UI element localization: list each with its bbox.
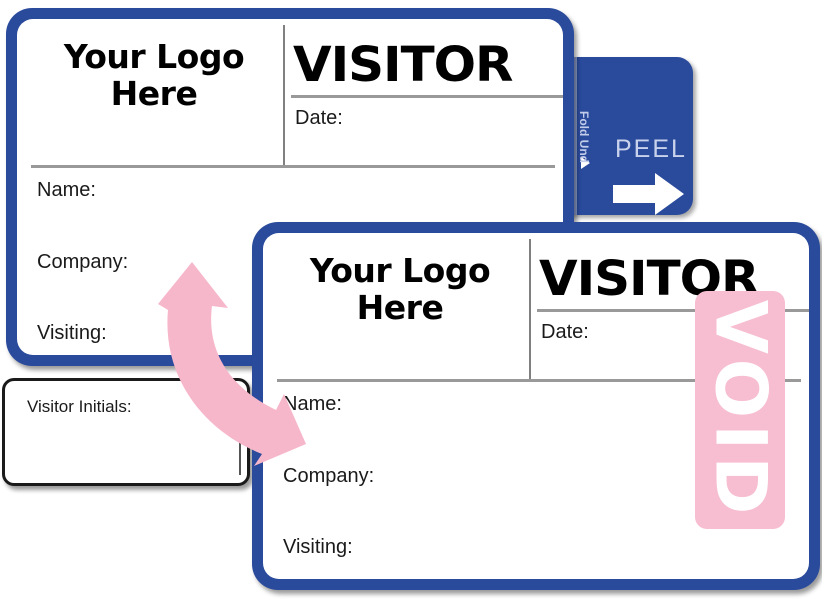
fold-under-label: Fold Und [577,111,591,163]
field-label-name: Name: [37,179,96,201]
title-underline [291,95,563,98]
logo-line-1: Your Logo [63,37,245,76]
visitor-initials-label: Visitor Initials: [27,397,132,416]
badge-title: VISITOR [293,37,513,93]
date-label-back: Date: [541,321,589,343]
field-label-name-back: Name: [283,393,342,415]
visitor-badge-back[interactable]: Your Logo Here VISITOR Date: Name: Compa… [252,222,820,590]
logo-line-2-back: Here [356,287,444,327]
logo-line-2: Here [110,73,198,113]
right-arrow-icon [613,173,684,215]
title-underline-back [537,309,809,312]
logo-placeholder-back: Your Logo Here [281,251,519,327]
date-label: Date: [295,107,343,129]
logo-placeholder: Your Logo Here [35,37,273,113]
badge-back-face: Your Logo Here VISITOR Date: Name: Compa… [263,233,809,579]
fold-line [572,57,577,215]
peel-label: PEEL [615,135,687,163]
header-bottom-rule [31,165,555,168]
field-label-visiting: Visiting: [37,322,107,344]
field-label-company-back: Company: [283,465,375,487]
initials-signature-tick [239,425,241,475]
header-column-divider [283,25,285,167]
header-column-divider-back [529,239,531,381]
field-label-visiting-back: Visiting: [283,536,353,558]
void-label: VOID [699,299,782,521]
field-label-company: Company: [37,251,129,273]
header-bottom-rule-back [277,379,801,382]
peel-tab[interactable]: Fold Und PEEL [565,57,693,215]
void-watermark: VOID [695,291,785,529]
logo-line-1-back: Your Logo [309,251,491,290]
visitor-initials-strip[interactable]: Visitor Initials: [2,378,250,486]
